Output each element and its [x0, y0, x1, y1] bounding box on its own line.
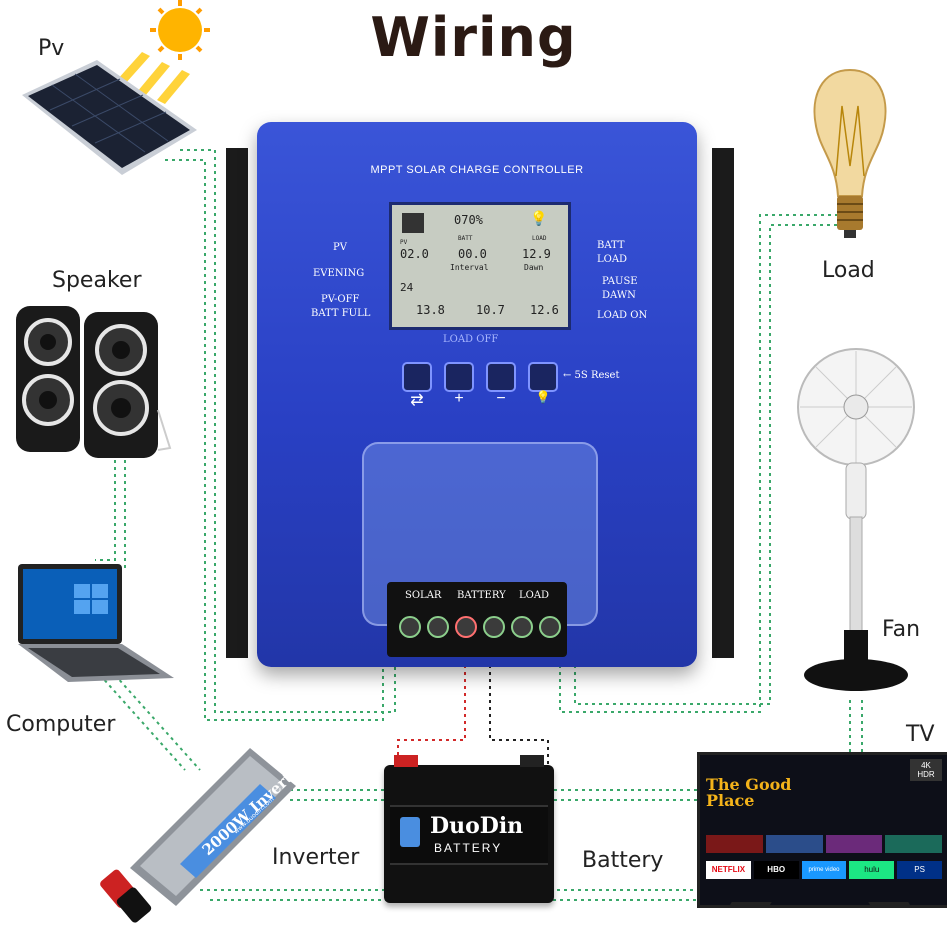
minus-button[interactable] — [486, 362, 516, 392]
tv-app-netflix: NETFLIX — [706, 861, 751, 879]
lcd-batt-label: BATT — [458, 235, 473, 242]
battery-positive-terminal[interactable] — [455, 616, 477, 638]
light-button[interactable] — [528, 362, 558, 392]
lcd-pv-value: 02.0 — [400, 247, 429, 261]
load-label: Load — [822, 258, 875, 283]
battery-word: BATTERY — [434, 841, 503, 855]
speaker-icon — [16, 306, 172, 458]
page-title: Wiring — [370, 6, 577, 69]
wire-computer-2 — [114, 674, 201, 771]
battery-positive-post — [394, 755, 418, 767]
left-bracket — [226, 148, 248, 658]
left-label-batt-full: BATT FULL — [311, 308, 371, 319]
lcd-bulb-icon: 💡 — [530, 211, 548, 227]
speaker-label: Speaker — [52, 268, 142, 293]
battery-negative-terminal[interactable] — [483, 616, 505, 638]
lcd-hours: 24 — [400, 281, 414, 294]
reset-label: ← 5S Reset — [563, 370, 620, 381]
load-positive-terminal[interactable] — [511, 616, 533, 638]
tv-illustration: The Good Place 4K HDR NETFLIX HBO prime … — [697, 752, 947, 908]
load-off-label: LOAD OFF — [443, 334, 499, 345]
lcd-load-value: 12.9 — [522, 247, 551, 261]
lcd-batt-value: 00.0 — [458, 247, 487, 261]
tv-badge: 4K HDR — [910, 759, 942, 781]
laptop-icon — [18, 564, 174, 682]
plus-icon: + — [454, 390, 464, 407]
battery-negative-post — [520, 755, 544, 767]
battery-brand: DuoDin — [430, 813, 524, 839]
mode-button[interactable] — [402, 362, 432, 392]
battery-label: Battery — [582, 848, 664, 873]
battery-illustration: DuoDin BATTERY — [384, 755, 554, 903]
load-negative-terminal[interactable] — [539, 616, 561, 638]
light-icon: 💡 — [535, 390, 551, 404]
tv-show-title: The Good Place — [706, 775, 792, 810]
wire-load-2 — [574, 224, 850, 705]
battery-logo-icon — [400, 817, 420, 847]
wire-computer — [99, 674, 186, 771]
plus-button[interactable] — [444, 362, 474, 392]
terminal-solar-label: SOLAR — [405, 590, 442, 601]
wire-pv-2 — [180, 149, 396, 713]
lcd-interval: Interval — [450, 263, 489, 272]
right-label-load: LOAD — [597, 254, 628, 265]
solar-negative-terminal[interactable] — [427, 616, 449, 638]
wire-speaker — [95, 460, 116, 561]
tv-right-leg — [868, 902, 912, 908]
left-label-evening: EVENING — [313, 268, 365, 279]
terminal-battery-label: BATTERY — [457, 590, 506, 601]
left-label-pv-off: PV-OFF — [321, 294, 360, 305]
minus-icon: − — [496, 390, 506, 407]
right-label-pause: PAUSE — [602, 276, 638, 287]
lcd-pv-label: PV — [400, 239, 408, 246]
swap-icon: ⇄ — [410, 392, 424, 409]
lcd-dawn: Dawn — [524, 263, 544, 272]
lcd-pv-off-value: 13.8 — [416, 303, 445, 317]
tv-app-hulu: hulu — [849, 861, 895, 879]
terminal-load-label: LOAD — [519, 590, 550, 601]
sunray-arrows — [117, 52, 190, 104]
tv-left-leg — [728, 902, 772, 908]
fan-icon — [797, 348, 915, 691]
right-label-batt: BATT — [597, 240, 625, 251]
inverter-label: Inverter — [272, 845, 360, 870]
tv-label: TV — [906, 722, 935, 747]
panel-icon — [402, 213, 424, 233]
right-label-dawn: DAWN — [602, 290, 636, 301]
wire-battery-negative — [489, 665, 549, 765]
lcd-load-off-value: 10.7 — [476, 303, 505, 317]
wire-load — [559, 214, 840, 713]
charge-controller: MPPT SOLAR CHARGE CONTROLLER PV EVENING … — [257, 122, 697, 667]
inverter-icon: 2000W Inverter www.duodin.com — [100, 748, 300, 923]
tv-app-playstation: PS — [897, 861, 942, 879]
lcd-percent: 070% — [454, 213, 483, 227]
wire-battery-positive — [397, 665, 466, 765]
lcd-load-on-value: 12.6 — [530, 303, 559, 317]
computer-label: Computer — [6, 712, 116, 737]
left-label-pv: PV — [333, 242, 347, 253]
controller-title: MPPT SOLAR CHARGE CONTROLLER — [370, 164, 584, 176]
lcd-display: 070% 💡 PV BATT LOAD 02.0 00.0 12.9 Inter… — [389, 202, 571, 330]
tv-app-prime: prime video — [801, 861, 847, 879]
bulb-icon — [813, 68, 887, 238]
sun-icon — [150, 0, 210, 60]
fan-label: Fan — [882, 617, 921, 642]
lcd-load-label: LOAD — [532, 235, 547, 242]
tv-app-hbo: HBO — [753, 861, 799, 879]
terminal-block: SOLAR BATTERY LOAD — [387, 582, 567, 657]
right-label-load-on: LOAD ON — [597, 310, 648, 321]
solar-positive-terminal[interactable] — [399, 616, 421, 638]
right-bracket — [712, 148, 734, 658]
solar-panel-icon — [22, 60, 197, 175]
solar-panel-illustration — [22, 0, 210, 175]
pv-label: Pv — [38, 36, 65, 61]
